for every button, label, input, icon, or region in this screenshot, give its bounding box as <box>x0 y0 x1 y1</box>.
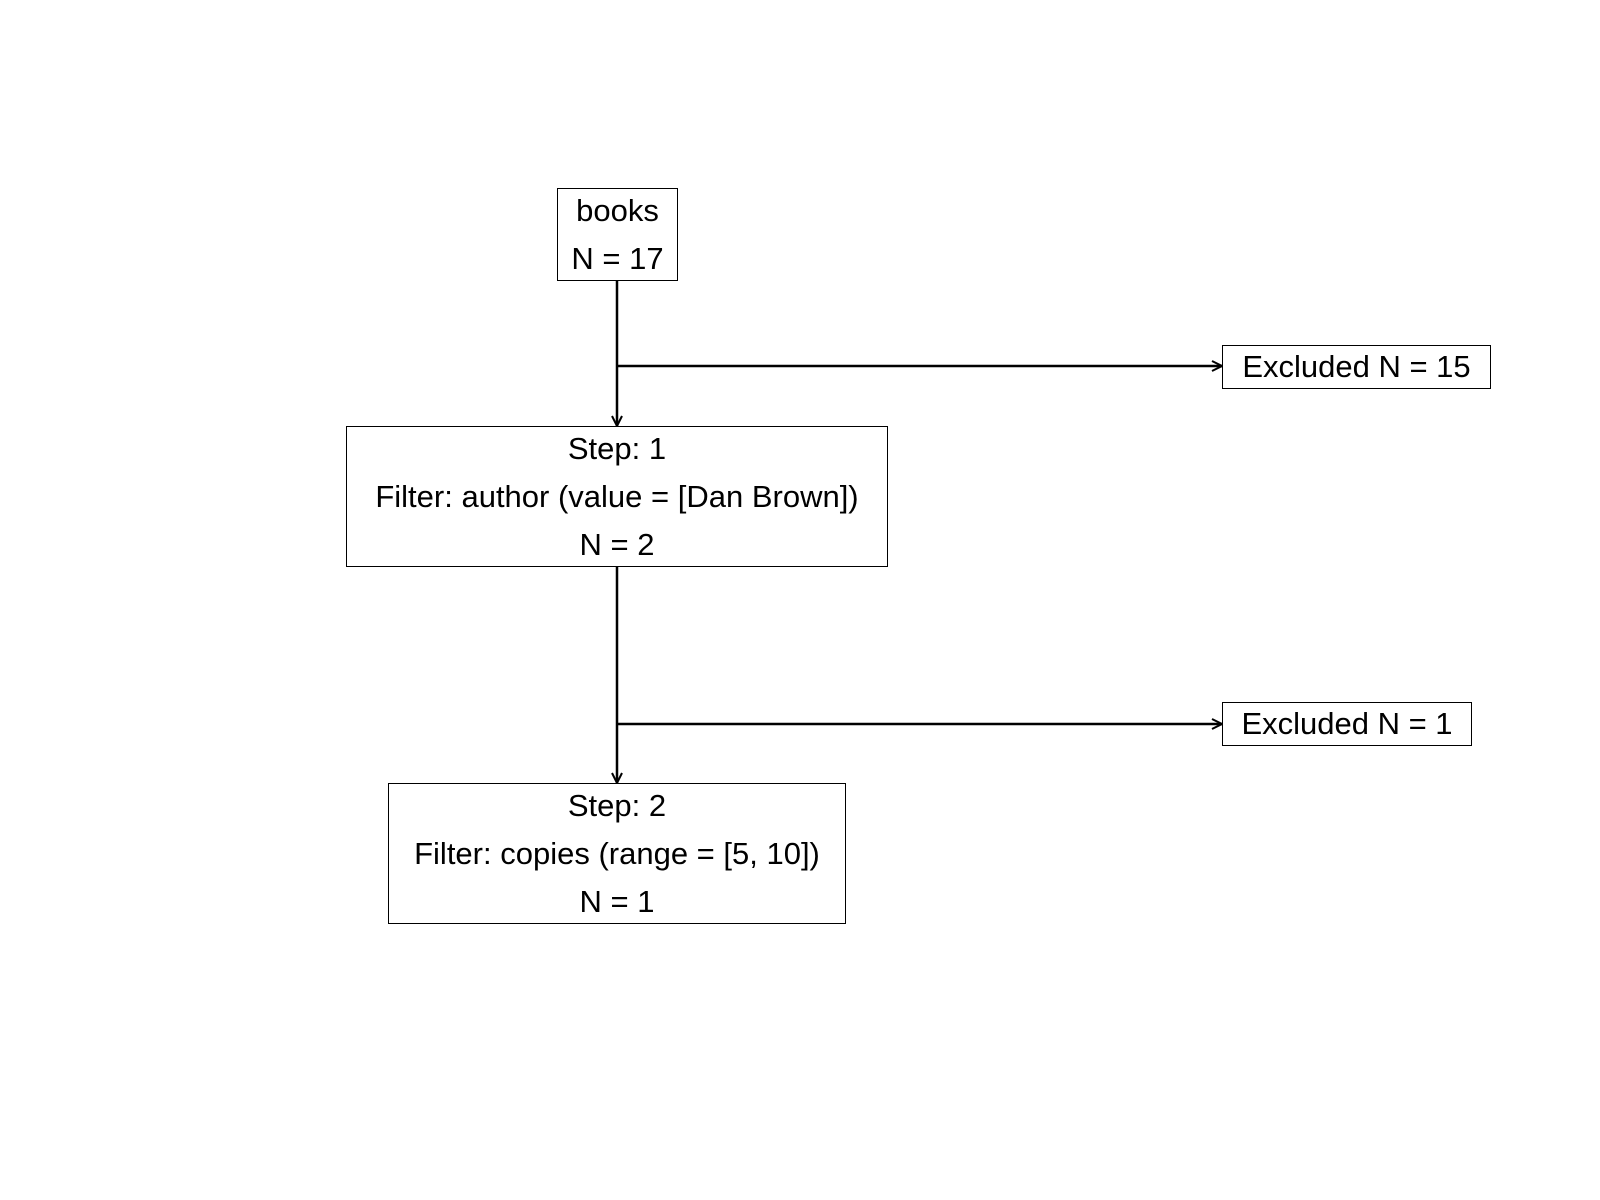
excluded-box-2: Excluded N = 1 <box>1222 702 1472 746</box>
source-count: N = 17 <box>571 240 664 276</box>
step2-filter: Filter: copies (range = [5, 10]) <box>414 835 820 871</box>
step1-label: Step: 1 <box>567 430 667 466</box>
excluded-box-1: Excluded N = 15 <box>1222 345 1491 389</box>
excluded-count-1: Excluded N = 15 <box>1242 349 1471 384</box>
step1-box: Step: 1 Filter: author (value = [Dan Bro… <box>346 426 888 567</box>
step2-box: Step: 2 Filter: copies (range = [5, 10])… <box>388 783 846 924</box>
excluded-count-2: Excluded N = 1 <box>1241 706 1453 741</box>
source-box: books N = 17 <box>557 188 678 281</box>
step1-filter: Filter: author (value = [Dan Brown]) <box>375 478 859 514</box>
source-name: books <box>576 192 659 228</box>
step2-label: Step: 2 <box>567 787 667 823</box>
step1-count: N = 2 <box>579 526 655 562</box>
step2-count: N = 1 <box>579 883 655 919</box>
